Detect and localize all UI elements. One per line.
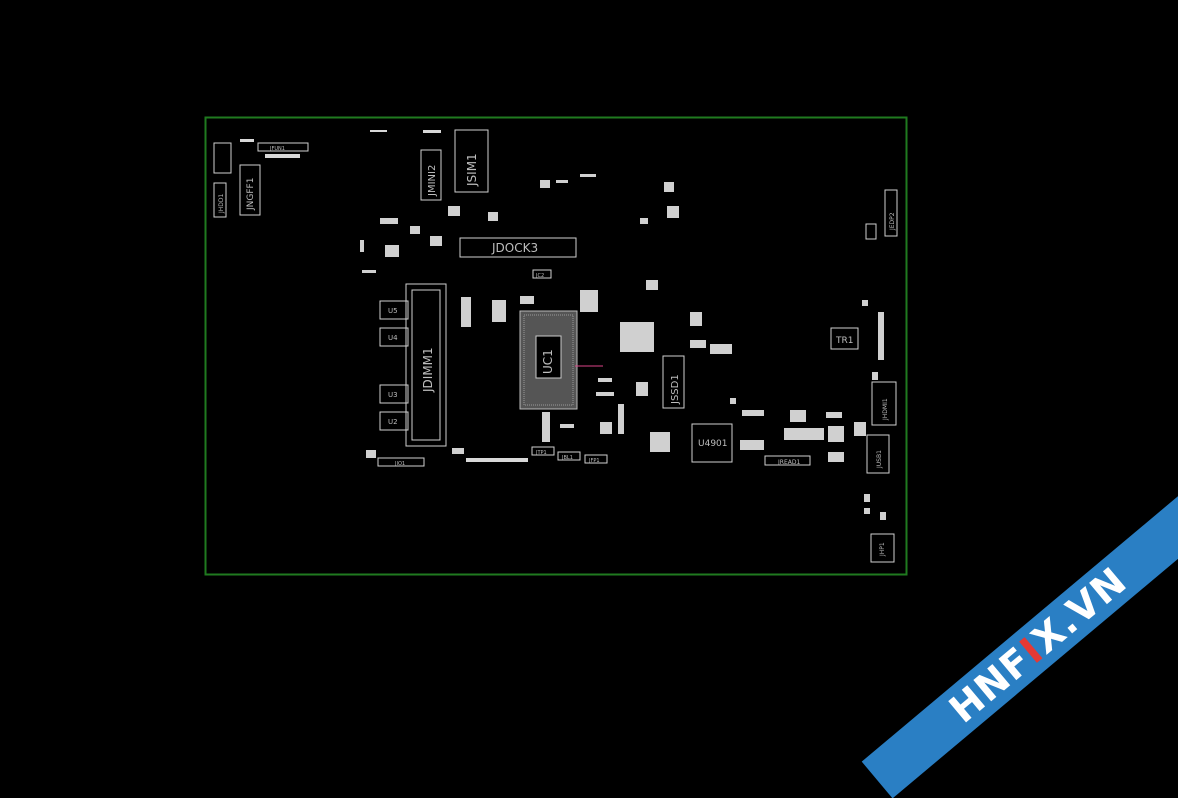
uc-label: UC1 (541, 349, 555, 374)
jhdd-label: JHDD1 (218, 193, 225, 214)
jusb-label: JUSB1 (876, 450, 883, 469)
jtp-label: JTP1 (535, 450, 547, 456)
jmini-label: JMINI2 (427, 165, 438, 197)
memory-chips: U5 U4 U3 U2 (379, 300, 409, 431)
u4901-label: U4901 (698, 439, 728, 449)
svg-text:JC2: JC2 (535, 273, 544, 279)
component-pads (360, 174, 886, 520)
bottom-connectors: JIO1 JTP1 JBL1 JFP1 JREAD1 (377, 446, 811, 467)
connector-top-left[interactable]: JHDD1 JNGFF1 JFUN1 (213, 139, 309, 218)
pcb-boardview: JHDD1 JNGFF1 JFUN1 JMINI2 JSIM1 JDOCK3 J… (204, 116, 908, 576)
jssd-label: JSSD1 (670, 374, 681, 405)
cpu-uc1[interactable]: UC1 (519, 310, 603, 410)
jc2-part: JC2 (532, 269, 552, 279)
svg-text:U4: U4 (388, 334, 398, 342)
jusb-connector[interactable]: JUSB1 (866, 434, 890, 474)
svg-text:U2: U2 (388, 418, 398, 426)
jmini-connector[interactable]: JMINI2 (370, 130, 442, 201)
jdimm-label: JDIMM1 (421, 347, 435, 393)
jssd-connector[interactable]: JSSD1 (662, 355, 685, 409)
jfun-label: JFUN1 (269, 146, 285, 152)
jhdmi-label: JHDMI1 (882, 398, 889, 421)
u4901-chip[interactable]: U4901 (691, 423, 733, 463)
tr1-part[interactable]: TR1 (830, 327, 859, 350)
jdock-label: JDOCK3 (491, 241, 538, 255)
jsim-label: JSIM1 (465, 153, 479, 187)
jfp-label: JFP1 (588, 458, 600, 464)
svg-text:U5: U5 (388, 307, 398, 315)
tr1-label: TR1 (835, 336, 853, 346)
jhp-label: JHP1 (879, 542, 886, 557)
jbl-label: JBL1 (561, 455, 573, 461)
jedp-connector[interactable]: JEDP2 (865, 189, 898, 240)
jdock-connector[interactable]: JDOCK3 (459, 237, 577, 258)
jsim-connector[interactable]: JSIM1 (454, 129, 489, 193)
jdimm-connector[interactable]: JDIMM1 (405, 283, 447, 447)
board-outline (204, 116, 908, 576)
jhp-connector[interactable]: JHP1 (870, 533, 895, 563)
svg-text:U3: U3 (388, 391, 398, 399)
jngff-label: JNGFF1 (246, 178, 256, 211)
jhdmi-connector[interactable]: JHDMI1 (871, 381, 897, 426)
jedp-label: JEDP2 (889, 212, 896, 231)
jread-label: JREAD1 (777, 459, 800, 466)
jio-label: JIO1 (394, 461, 405, 467)
